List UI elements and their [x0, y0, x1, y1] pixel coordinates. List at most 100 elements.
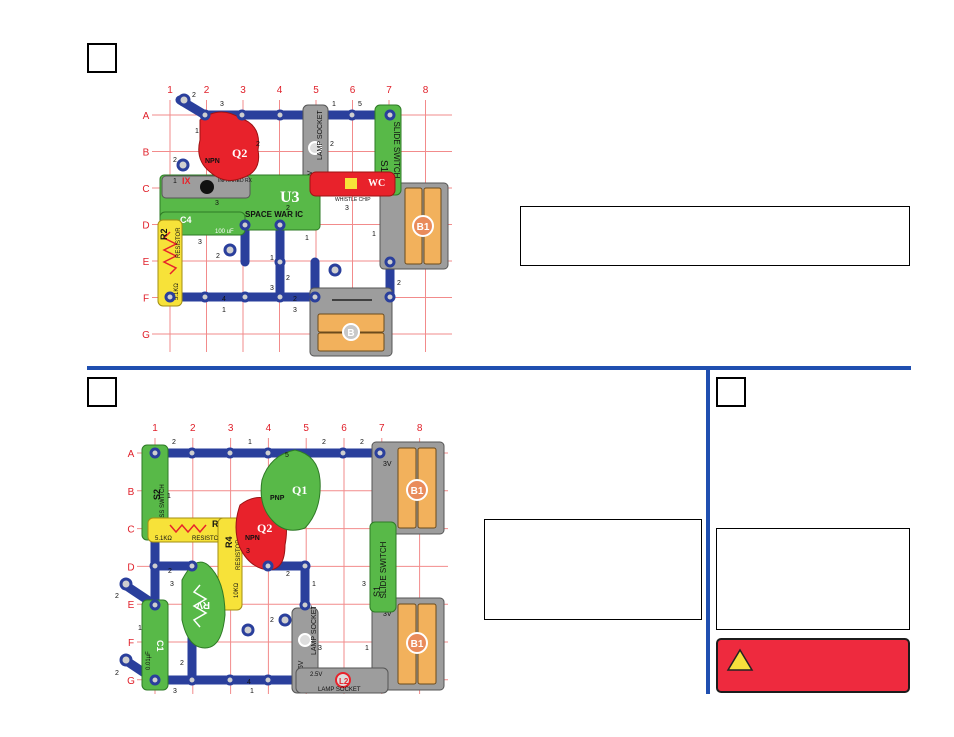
bottom-column-label: 2	[190, 423, 196, 434]
bottom-battery-b1-upper: B1 3V	[371, 441, 445, 535]
bottom-right-instruction-box	[716, 528, 910, 630]
bottom-slide-switch-label: SLIDE SWITCH	[379, 541, 388, 598]
top-row-label: F	[143, 294, 149, 305]
svg-text:2: 2	[115, 593, 119, 600]
bottom-column-label: 5	[303, 423, 309, 434]
svg-text:2: 2	[270, 617, 274, 624]
top-row-label: A	[143, 111, 150, 122]
top-resistor-r2: R2 5.1KΩ RESISTOR	[157, 219, 183, 307]
bottom-rv-label: RV	[196, 599, 210, 610]
svg-text:3: 3	[293, 307, 297, 314]
svg-text:2: 2	[168, 568, 172, 575]
section-divider-vertical	[706, 368, 710, 694]
svg-text:3: 3	[220, 101, 224, 108]
top-battery-b1: B1	[379, 182, 449, 270]
bottom-resistor-r4: R4 10KΩ RESISTOR	[217, 517, 243, 611]
top-ix-label: IX	[182, 176, 191, 186]
svg-text:3: 3	[270, 285, 274, 292]
bottom-column-label: 1	[152, 423, 158, 434]
top-r2-sub: RESISTOR	[176, 227, 182, 258]
bottom-slide-switch: SLIDE SWITCH S1	[369, 521, 397, 613]
svg-text:3: 3	[173, 688, 177, 695]
top-u3-sub: SPACE WAR IC	[245, 210, 303, 219]
svg-text:4: 4	[247, 679, 251, 686]
svg-text:2: 2	[360, 439, 364, 446]
top-column-label: 7	[386, 85, 392, 96]
bottom-b1-upper-label: B1	[411, 486, 424, 497]
svg-text:1: 1	[372, 231, 376, 238]
svg-text:1: 1	[365, 645, 369, 652]
svg-text:1: 1	[332, 101, 336, 108]
bottom-battery-b1-lower: B1 3V	[371, 597, 445, 691]
top-snaps	[164, 93, 396, 303]
top-instruction-box	[520, 206, 910, 266]
top-ix-sub: INFRARED RX	[218, 178, 253, 184]
top-column-label: 6	[350, 85, 356, 96]
section-checkbox-bottom-right[interactable]	[716, 377, 746, 407]
svg-text:2: 2	[180, 660, 184, 667]
bottom-r4-value: 10KΩ	[234, 582, 240, 598]
top-r2-label: R2	[159, 228, 169, 240]
svg-text:3: 3	[215, 200, 219, 207]
top-lamp-socket-label: LAMP SOCKET	[317, 110, 324, 160]
bottom-row-label: G	[127, 676, 135, 687]
bottom-row-label: D	[127, 562, 134, 573]
svg-text:2: 2	[216, 253, 220, 260]
top-row-label: B	[143, 148, 150, 159]
bottom-lamp-vertical-label: LAMP SOCKET	[311, 605, 318, 655]
bottom-left-instruction-box	[484, 519, 702, 620]
svg-text:2: 2	[115, 670, 119, 677]
bottom-row-label: A	[128, 449, 135, 460]
svg-text:1: 1	[250, 688, 254, 695]
svg-text:1: 1	[167, 493, 171, 500]
top-s1-label: S1	[378, 160, 389, 173]
bottom-b1-lower-label: B1	[411, 639, 424, 650]
svg-text:5: 5	[285, 452, 289, 459]
bottom-row-label: E	[128, 600, 135, 611]
svg-text:3: 3	[246, 548, 250, 555]
top-column-label: 3	[240, 85, 246, 96]
bottom-pnp-label: PNP	[270, 495, 285, 502]
bottom-r4-label: R4	[224, 536, 234, 548]
svg-text:2: 2	[322, 439, 326, 446]
bottom-c1-label: C1	[155, 640, 165, 652]
section-checkbox-bottom-left[interactable]	[87, 377, 117, 407]
svg-text:1: 1	[195, 128, 199, 135]
svg-text:3: 3	[170, 581, 174, 588]
svg-text:2: 2	[286, 205, 290, 212]
section-divider-horizontal	[87, 366, 911, 370]
top-transistor-q2: Q2 NPN	[198, 111, 260, 181]
bottom-s1-label: S1	[372, 586, 382, 597]
bottom-s2-sub: PRESS SWITCH	[160, 484, 166, 530]
top-column-label: 5	[313, 85, 319, 96]
top-npn-label: NPN	[205, 158, 220, 165]
bottom-l2-sub: LAMP SOCKET	[318, 687, 361, 693]
bottom-r3-sub: RESISTOR	[192, 536, 223, 542]
bottom-q2-label: Q2	[257, 521, 272, 535]
svg-text:1: 1	[270, 255, 274, 262]
svg-text:2: 2	[293, 296, 297, 303]
svg-text:2: 2	[286, 571, 290, 578]
top-ix-receiver: IX INFRARED RX	[161, 175, 253, 199]
top-whistle-chip: WC WHISTLE CHIP	[309, 171, 396, 203]
bottom-b1-lower-voltage: 3V	[383, 611, 392, 618]
top-row-label: D	[142, 221, 149, 232]
svg-text:1: 1	[222, 307, 226, 314]
top-row-label: G	[142, 330, 150, 341]
bottom-r4-sub: RESISTOR	[236, 539, 242, 570]
warning-triangle-icon	[726, 648, 754, 671]
top-q2-label: Q2	[232, 146, 247, 160]
svg-text:2: 2	[397, 280, 401, 287]
bottom-l2-label: L2	[339, 677, 349, 686]
top-c4-value: 100 uF	[215, 229, 234, 235]
top-marks: 2 3 1 2 2 1 2 1 3 2 3 3 1 2 2 1 3 4 1 2 …	[173, 92, 401, 314]
top-column-label: 2	[204, 85, 210, 96]
svg-text:3: 3	[198, 239, 202, 246]
bottom-r3-value: 5.1KΩ	[155, 536, 172, 542]
svg-text:5: 5	[358, 101, 362, 108]
top-column-label: 8	[423, 85, 429, 96]
svg-text:1: 1	[138, 625, 142, 632]
section-checkbox-top[interactable]	[87, 43, 117, 73]
